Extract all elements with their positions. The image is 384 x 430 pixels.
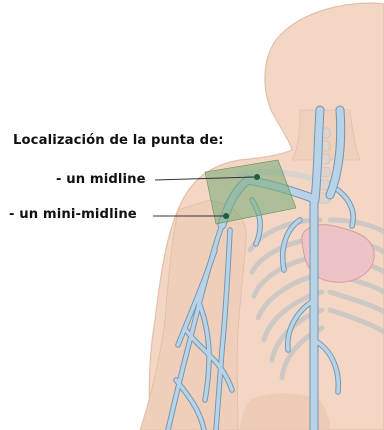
mini-midline-tip-marker	[223, 213, 229, 219]
diagram-title: Localización de la punta de:	[13, 133, 224, 148]
label-midline: - un midline	[56, 172, 146, 187]
label-mini-midline: - un mini-midline	[9, 207, 137, 222]
midline-tip-marker	[254, 174, 260, 180]
